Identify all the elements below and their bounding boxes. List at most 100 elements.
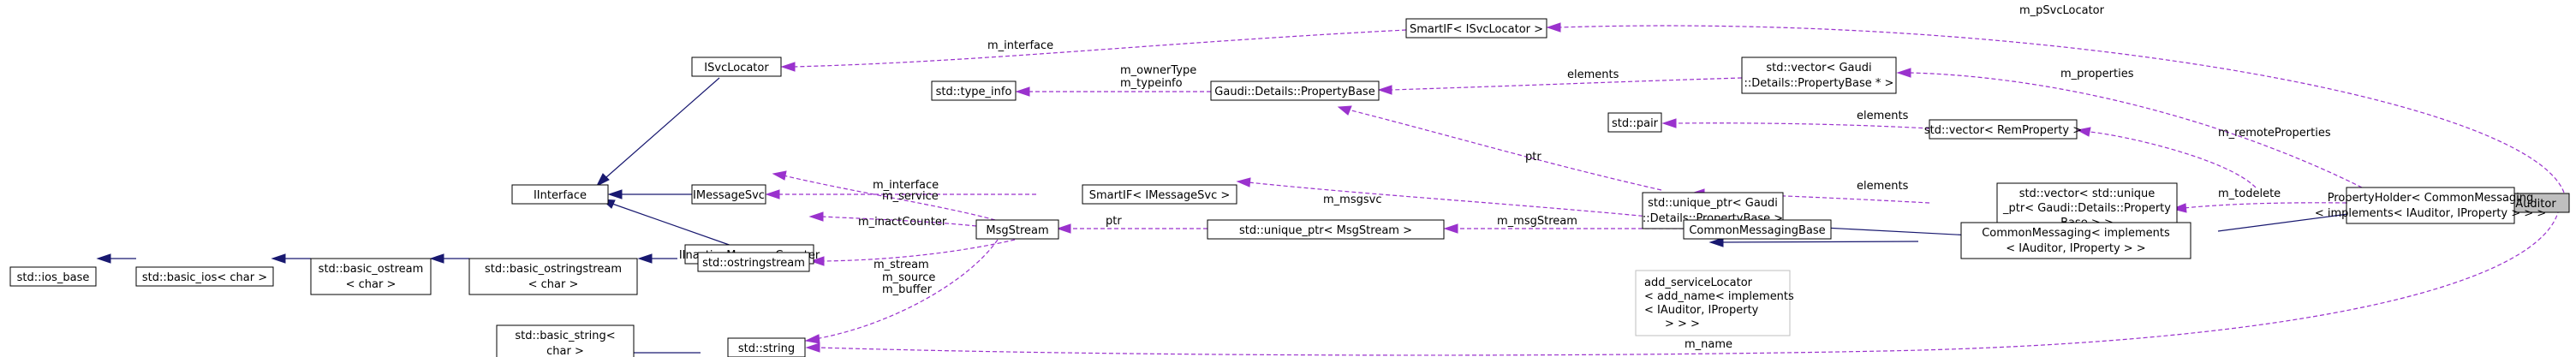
svg-text:std::string: std::string	[738, 342, 795, 355]
svg-text:< char >: < char >	[528, 278, 579, 291]
label-m-interface-msg: m_interface	[873, 179, 939, 192]
inherit-commonmessagingbase-to-commonmessaging	[1810, 223, 1973, 236]
node-propertyholder[interactable]: PropertyHolder< CommonMessaging < implem…	[2315, 187, 2546, 224]
label-m-todelete: m_todelete	[2218, 187, 2281, 200]
svg-text:MsgStream: MsgStream	[986, 224, 1048, 237]
edge-m-stream	[809, 239, 1016, 266]
edge-elements-propertybase-vector	[1377, 77, 1743, 95]
node-commonmessaging[interactable]: CommonMessaging< implements < IAuditor, …	[1960, 222, 2191, 259]
edge-m-inactcounter	[808, 211, 977, 227]
edge-m-service	[772, 170, 996, 221]
node-smartif-isvclocator[interactable]: SmartIF< ISvcLocator >	[1405, 18, 1547, 39]
node-auditor[interactable]: Auditor	[2501, 193, 2570, 213]
inherit-iinactivemessagecounter-to-iinterface	[600, 199, 737, 248]
svg-text:std::type_info: std::type_info	[936, 86, 1012, 98]
svg-text:SmartIF< ISvcLocator >: SmartIF< ISvcLocator >	[1410, 23, 1543, 36]
svg-text:std::basic_ios< char >: std::basic_ios< char >	[142, 271, 267, 284]
node-commonmessagingbase[interactable]: CommonMessagingBase	[1683, 219, 1832, 240]
svg-text:> > >: > > >	[1665, 318, 1700, 330]
node-basic-string[interactable]: std::basic_string< char >	[496, 324, 635, 357]
svg-text:std::pair: std::pair	[1612, 117, 1659, 130]
inherit-basicostream-to-basicios	[271, 253, 311, 264]
edge-ptr-unique-propertybase	[1337, 105, 1662, 191]
node-smartif-imessagesvc[interactable]: SmartIF< IMessageSvc >	[1082, 184, 1237, 205]
node-gaudi-propertybase[interactable]: Gaudi::Details::PropertyBase	[1210, 80, 1380, 101]
label-ptr-msgstream: ptr	[1106, 215, 1122, 228]
node-vector-remproperty[interactable]: std::vector< RemProperty >	[1924, 119, 2082, 140]
svg-text:< IAuditor, IProperty > >: < IAuditor, IProperty > >	[2006, 242, 2145, 255]
edge-m-msgsvc	[1236, 177, 1685, 221]
svg-text:add_serviceLocator: add_serviceLocator	[1644, 277, 1753, 289]
node-msgstream[interactable]: MsgStream	[975, 219, 1059, 240]
inherit-imessagesvc-to-iinterface	[607, 189, 692, 199]
svg-text:std::basic_string<: std::basic_string<	[515, 330, 615, 342]
svg-text:PropertyHolder< CommonMessagin: PropertyHolder< CommonMessaging	[2328, 192, 2534, 205]
edge-m-psvclocator	[1546, 22, 2565, 193]
svg-text:std::vector< Gaudi: std::vector< Gaudi	[1766, 62, 1871, 74]
inherit-basicostringstream-to-basicostream	[429, 253, 469, 264]
inherit-isvclocator-to-iinterface	[595, 77, 720, 187]
edge-m-source-buffer	[804, 239, 999, 344]
node-unique-ptr-msgstream[interactable]: std::unique_ptr< MsgStream >	[1207, 219, 1445, 240]
node-basic-ostream[interactable]: std::basic_ostream < char >	[310, 258, 432, 295]
svg-text:ISvcLocator: ISvcLocator	[704, 62, 769, 74]
label-m-name: m_name	[1685, 338, 1732, 351]
inherit-addservicelocator-to-commonmessaging	[1708, 237, 1919, 247]
edge-m-name	[805, 208, 2560, 356]
label-elements-pair: elements	[1857, 110, 1909, 122]
node-add-servicelocator[interactable]: add_serviceLocator < add_name< implement…	[1635, 270, 1794, 336]
svg-text:std::unique_ptr< Gaudi: std::unique_ptr< Gaudi	[1648, 197, 1778, 210]
inherit-basicios-to-iosbase	[96, 253, 136, 264]
svg-text:std::basic_ostream: std::basic_ostream	[319, 263, 424, 276]
label-m-service: m_service	[882, 190, 939, 203]
edge-m-todelete	[2171, 202, 2347, 213]
svg-text:Auditor: Auditor	[2515, 198, 2556, 211]
svg-text:std::vector< RemProperty >: std::vector< RemProperty >	[1924, 124, 2082, 137]
svg-text:::Details::PropertyBase * >: ::Details::PropertyBase * >	[1744, 77, 1894, 90]
label-m-msgstream: m_msgStream	[1497, 215, 1577, 228]
node-imessagesvc[interactable]: IMessageSvc	[691, 184, 766, 205]
svg-text:std::unique_ptr< MsgStream >: std::unique_ptr< MsgStream >	[1239, 224, 1412, 237]
svg-text:std::basic_ostringstream: std::basic_ostringstream	[485, 263, 622, 276]
svg-text:Gaudi::Details::PropertyBase: Gaudi::Details::PropertyBase	[1214, 86, 1374, 98]
node-std-pair[interactable]: std::pair	[1607, 112, 1662, 133]
label-m-properties: m_properties	[2060, 68, 2134, 80]
node-basic-ostringstream[interactable]: std::basic_ostringstream < char >	[468, 258, 638, 295]
label-m-ownertype: m_ownerType	[1120, 64, 1196, 77]
node-std-string[interactable]: std::string	[727, 337, 806, 357]
label-ptr-unique: ptr	[1525, 151, 1541, 164]
label-m-inactcounter: m_inactCounter	[858, 216, 947, 229]
label-m-psvclocator: m_pSvcLocator	[2019, 4, 2105, 17]
node-basic-ios[interactable]: std::basic_ios< char >	[135, 266, 274, 287]
node-std-type-info[interactable]: std::type_info	[931, 80, 1017, 101]
svg-text:CommonMessagingBase: CommonMessagingBase	[1689, 224, 1825, 237]
svg-text:_ptr< Gaudi::Details::Property: _ptr< Gaudi::Details::Property	[2002, 202, 2171, 215]
node-iinterface[interactable]: IInterface	[511, 184, 609, 205]
label-m-interface-svc: m_interface	[987, 39, 1053, 52]
node-vector-propertybase[interactable]: std::vector< Gaudi ::Details::PropertyBa…	[1741, 57, 1897, 94]
edge-m-properties	[1896, 68, 2363, 188]
edge-m-interface-msgsvc	[765, 189, 1036, 199]
label-elements-unique: elements	[1857, 180, 1909, 193]
label-m-stream: m_stream	[874, 259, 929, 271]
label-m-source: m_source	[882, 271, 935, 284]
label-m-msgsvc: m_msgsvc	[1323, 193, 1381, 206]
inherit-ostringstream-to-basicostringstream	[637, 253, 677, 264]
edge-m-typeinfo	[1015, 86, 1211, 97]
svg-text:std::ios_base: std::ios_base	[17, 271, 90, 284]
label-m-typeinfo: m_typeinfo	[1120, 77, 1183, 90]
label-m-buffer: m_buffer	[882, 283, 933, 296]
label-m-remoteproperties: m_remoteProperties	[2218, 127, 2331, 140]
svg-text:std::ostringstream: std::ostringstream	[702, 257, 805, 270]
svg-text:IMessageSvc: IMessageSvc	[693, 189, 765, 202]
node-isvclocator[interactable]: ISvcLocator	[691, 57, 782, 77]
svg-text:CommonMessaging< implements: CommonMessaging< implements	[1982, 227, 2170, 240]
edge-ptr-msgstream	[1056, 223, 1208, 234]
node-std-ios-base[interactable]: std::ios_base	[9, 266, 97, 287]
svg-text:char >: char >	[546, 345, 584, 357]
node-ostringstream[interactable]: std::ostringstream	[697, 252, 810, 272]
svg-text:SmartIF< IMessageSvc >: SmartIF< IMessageSvc >	[1089, 189, 1231, 202]
svg-text:std::vector< std::unique: std::vector< std::unique	[2019, 187, 2156, 200]
svg-text:< add_name< implements: < add_name< implements	[1644, 290, 1794, 303]
